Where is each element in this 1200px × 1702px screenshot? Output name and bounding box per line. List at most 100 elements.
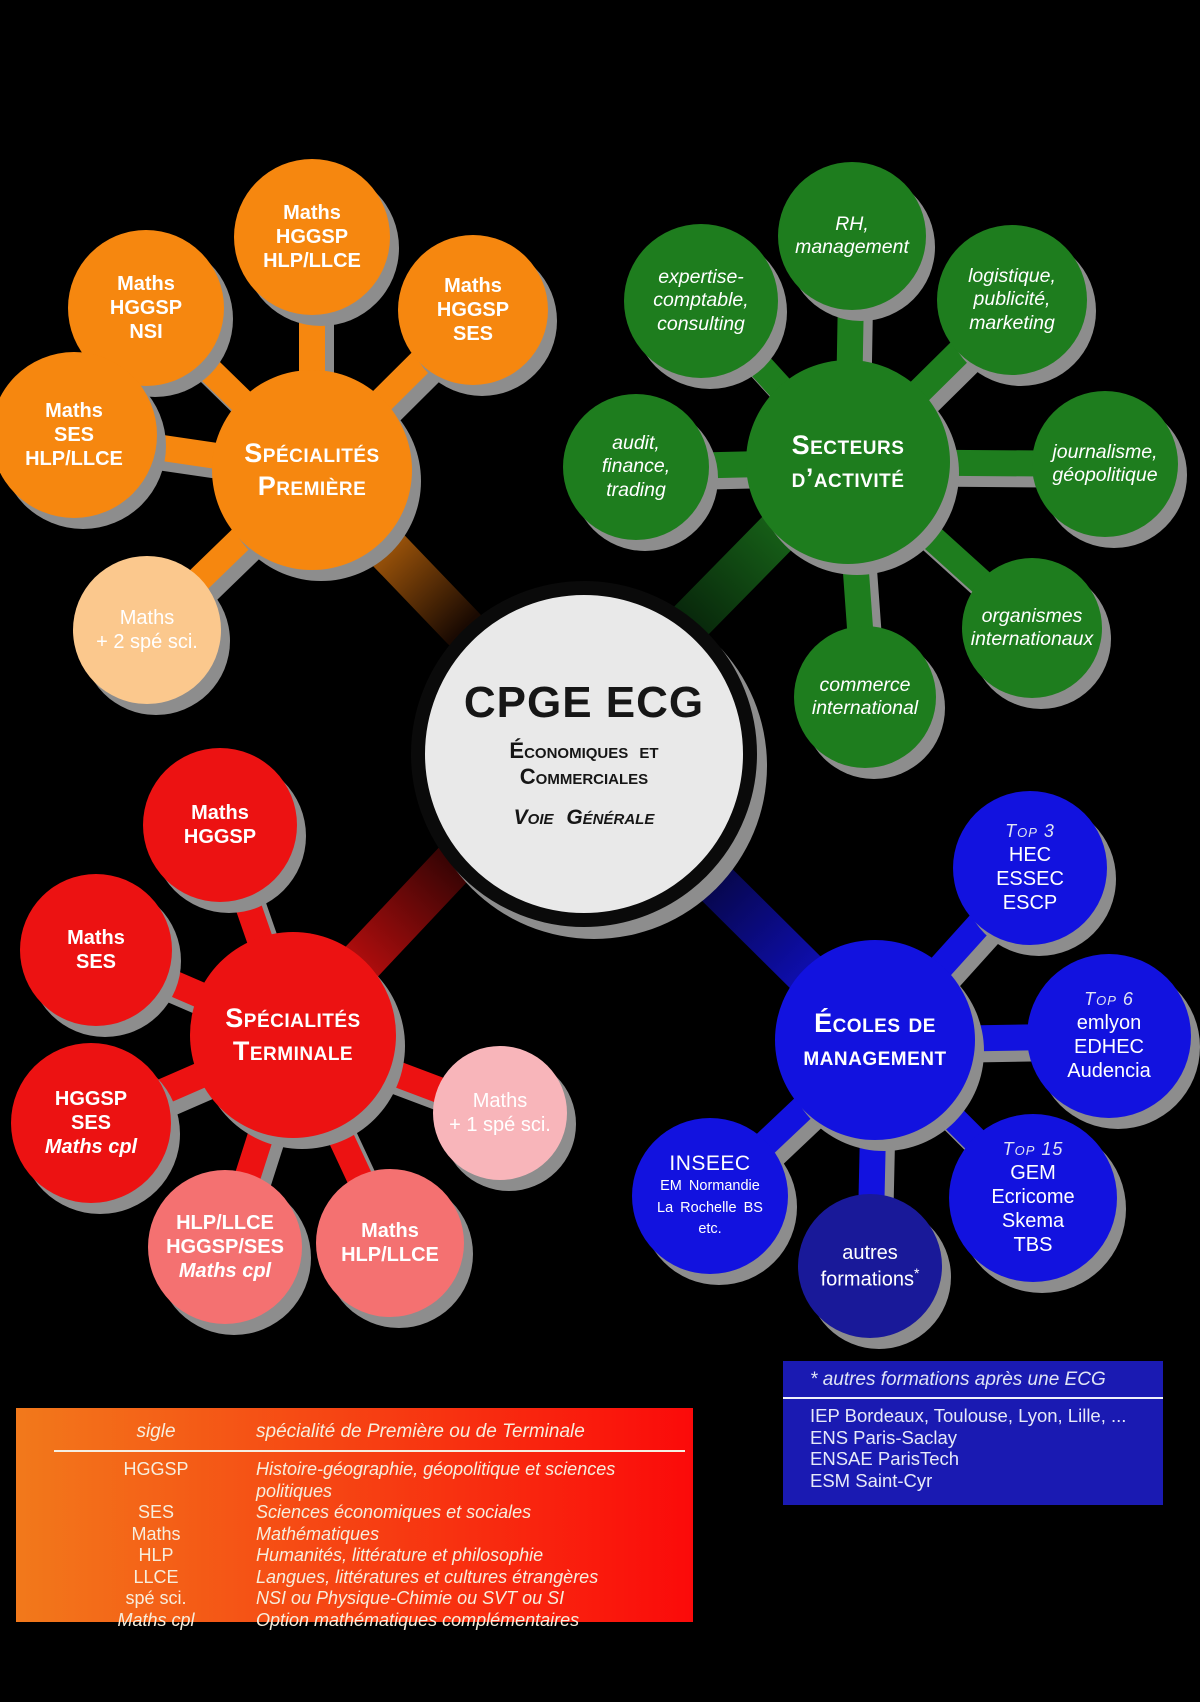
bubble-line: marketing	[969, 311, 1055, 334]
legend-row: spé sci. NSI ou Physique-Chimie ou SVT o…	[16, 1588, 693, 1610]
sigle: HLP	[138, 1545, 174, 1565]
bubble-line: expertise-	[658, 265, 744, 288]
bubble-line: Maths	[191, 802, 249, 824]
bubble-line: Maths	[119, 607, 175, 629]
center-title: CPGE ECG	[463, 677, 705, 727]
center-voie-generale: Voie Générale	[513, 806, 655, 830]
bubble-line: Maths	[67, 927, 125, 949]
bubble-maths-hggsp-ses: Maths HGGSP SES	[398, 235, 548, 385]
bubble-line: journalisme,	[1052, 440, 1158, 463]
hub-specialites-terminale: Spécialités Terminale	[190, 932, 396, 1138]
bubble-line: Top 6	[1084, 989, 1134, 1010]
bubble-line: consulting	[657, 312, 745, 335]
bubble-line: comptable,	[653, 289, 749, 312]
bubble-maths-2-spe-sci: Maths + 2 spé sci.	[73, 556, 221, 704]
bubble-line: HGGSP	[109, 297, 183, 319]
sigle: spé sci.	[125, 1588, 187, 1608]
bubble-inseec-em-normandie: INSEEC EM Normandie La Rochelle BS etc.	[632, 1118, 788, 1274]
legend-row: Maths Mathématiques	[16, 1524, 693, 1546]
legend-col-specialite: spécialité de Première ou de Terminale	[256, 1421, 585, 1442]
footnote-star: *	[810, 1369, 818, 1390]
bubble-line: Maths	[472, 1090, 528, 1112]
hub-line: Spécialités	[225, 1003, 361, 1034]
bubble-line: HEC	[1008, 843, 1052, 866]
bubble-line: Maths	[444, 275, 502, 297]
bubble-line: RH,	[835, 212, 869, 235]
bubble-line: Maths	[117, 273, 175, 295]
hub-line: Terminale	[232, 1036, 354, 1066]
bubble-organismes-internationaux: organismes internationaux	[962, 558, 1102, 698]
bubble-line: HGGSP	[183, 826, 257, 848]
sigle-desc: NSI ou Physique-Chimie ou SVT ou SI	[256, 1588, 565, 1608]
link-center-terminale	[330, 831, 486, 994]
bubble-line: HGGSP	[436, 299, 510, 321]
sigle-desc: Langues, littératures et cultures étrang…	[256, 1566, 599, 1587]
bubble-line: international	[811, 697, 919, 719]
bubble-line: NSI	[129, 321, 163, 343]
hub-line: Écoles de	[814, 1008, 936, 1039]
bubble-line: etc.	[698, 1221, 722, 1238]
bubble-line: Maths	[361, 1220, 419, 1242]
sigle-desc: Option mathématiques complémentaires	[256, 1609, 580, 1630]
legend-autres-title-text: autres formations après une	[822, 1369, 1065, 1390]
bubble-line: ESCP	[1002, 891, 1058, 914]
bubble-top6-emlyon-edhec-audencia: Top 6 emlyon EDHEC Audencia	[1027, 954, 1191, 1118]
bubble-maths-1-spe-sci: Maths + 1 spé sci.	[433, 1046, 567, 1180]
bubble-maths-hlp-llce: Maths HLP/LLCE	[316, 1169, 464, 1317]
hub-ecoles-de-management: Écoles de management	[775, 940, 975, 1140]
sigle-desc: Mathématiques	[256, 1523, 380, 1544]
hub-line: management	[803, 1041, 947, 1071]
bubble-line: SES	[70, 1112, 112, 1134]
legend-autres-lines: IEP Bordeaux, Toulouse, Lyon, Lille, ...…	[783, 1399, 1163, 1491]
bubble-hlp-llce-hggsp-ses-maths-cpl: HLP/LLCE HGGSP/SES Maths cpl	[148, 1170, 302, 1324]
bubble-line: logistique,	[968, 264, 1056, 287]
bubble-expertise-comptable: expertise- comptable, consulting	[624, 224, 778, 378]
sigle-desc: Humanités, littérature et philosophie	[256, 1545, 544, 1565]
bubble-line: + 1 spé sci.	[449, 1114, 551, 1136]
center-subtitle-line: Commerciales	[519, 764, 649, 789]
bubble-line: Ecricome	[991, 1185, 1075, 1208]
bubble-line: emlyon	[1076, 1011, 1142, 1034]
bubble-line: TBS	[1013, 1233, 1053, 1256]
sigle-desc: Histoire-géographie, géopolitique et sci…	[256, 1459, 616, 1501]
hub-secteurs-activite: Secteurs d’activité	[746, 360, 950, 564]
bubble-line: HLP/LLCE	[341, 1244, 439, 1266]
bubble-line: Top 15	[1002, 1139, 1064, 1160]
bubble-maths-hggsp-hlp-llce: Maths HGGSP HLP/LLCE	[234, 159, 390, 315]
bubble-line: audit,	[612, 431, 660, 454]
legend-sigles-header: sigle spécialité de Première ou de Termi…	[16, 1408, 693, 1443]
formation-item: ENS Paris-Saclay	[810, 1426, 958, 1448]
bubble-line: organismes	[981, 604, 1083, 627]
hub-line: Spécialités	[244, 438, 380, 469]
bubble-line: + 2 spé sci.	[96, 631, 198, 653]
sigle: SES	[137, 1502, 175, 1522]
legend-row: SES Sciences économiques et sociales	[16, 1502, 693, 1524]
hub-line: Secteurs	[791, 430, 905, 461]
bubble-line: Audencia	[1067, 1059, 1151, 1082]
bubble-line: Maths cpl	[178, 1260, 272, 1282]
legend-autres-formations-box: * autres formations après une ECG IEP Bo…	[783, 1361, 1163, 1505]
sigle: LLCE	[133, 1566, 179, 1587]
bubble-line: HLP/LLCE	[25, 448, 123, 470]
bubble-top3-hec-essec-escp: Top 3 HEC ESSEC ESCP	[953, 791, 1107, 945]
sigle: Maths	[131, 1523, 181, 1544]
legend-rule	[783, 1397, 1163, 1399]
bubble-line: HGGSP	[275, 226, 349, 248]
bubble-maths-hggsp: Maths HGGSP	[143, 748, 297, 902]
bubble-line: SES	[452, 323, 494, 345]
bubble-line: HLP/LLCE	[176, 1212, 274, 1234]
legend-row: LLCE Langues, littératures et cultures é…	[16, 1567, 693, 1589]
bubble-rh-management: RH, management	[778, 162, 926, 310]
bubble-line: ESSEC	[996, 867, 1064, 890]
bubble-line: La Rochelle BS	[657, 1199, 763, 1216]
bubble-line: internationaux	[970, 628, 1094, 650]
hub-line: d’activité	[791, 463, 905, 493]
bubble-line-text: formations	[820, 1268, 914, 1291]
legend-autres-title: * autres formations après une ECG	[783, 1361, 1163, 1391]
center-subtitle-line: Économiques et	[509, 737, 659, 763]
legend-row: HGGSP Histoire-géographie, géopolitique …	[16, 1459, 693, 1502]
bubble-line: management	[795, 236, 909, 258]
bubble-line: HGGSP	[54, 1088, 128, 1110]
bubble-line: Maths cpl	[44, 1136, 138, 1158]
